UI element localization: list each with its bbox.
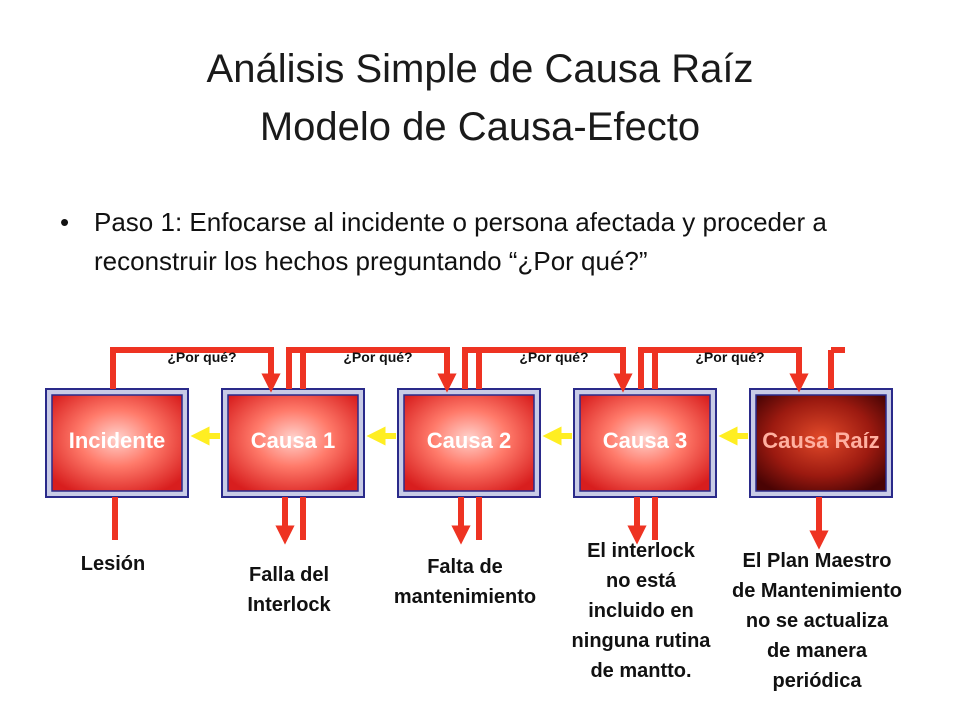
- box-label-3: Causa 2: [427, 428, 511, 453]
- why-label-3: ¿Por qué?: [519, 349, 588, 365]
- effect-label-1-line-1: Lesión: [81, 553, 145, 575]
- effect-label-5-line-3: no se actualiza: [746, 610, 889, 632]
- effect-label-5-line-5: periódica: [773, 670, 863, 692]
- effect-label-4-line-2: no está: [606, 570, 677, 592]
- why-label-1: ¿Por qué?: [167, 349, 236, 365]
- slide-title-line2: Modelo de Causa-Efecto: [259, 105, 701, 149]
- effect-label-4-line-5: de mantto.: [590, 660, 691, 682]
- box-label-5: Causa Raíz: [762, 428, 879, 453]
- effect-label-3-line-1: Falta de: [427, 556, 503, 578]
- effect-label-4: El interlock no está incluido en ninguna ru…: [572, 540, 712, 682]
- effect-label-3-line-2: mantenimiento: [394, 586, 536, 608]
- box-fill-3: [403, 394, 535, 492]
- why-label-2: ¿Por qué?: [343, 349, 412, 365]
- box-label-2: Causa 1: [251, 428, 335, 453]
- effect-label-1: Lesión: [81, 553, 145, 575]
- why-label-4: ¿Por qué?: [695, 349, 764, 365]
- box-label-4: Causa 3: [603, 428, 687, 453]
- box-label-1: Incidente: [69, 428, 166, 453]
- box-fill-4: [579, 394, 711, 492]
- box-fill-2: [227, 394, 359, 492]
- effect-label-4-line-1: El interlock: [587, 540, 696, 562]
- why-loop-arrow-1: [110, 347, 281, 393]
- box-fill-5: [755, 394, 887, 492]
- effect-label-2-line-2: Interlock: [247, 594, 331, 616]
- why-loop-arrow-2: [286, 347, 457, 393]
- effect-label-5-line-4: de manera: [767, 640, 868, 662]
- why-loop-arrow-3: [462, 347, 633, 393]
- effect-label-4-line-3: incluido en: [588, 600, 694, 622]
- effect-label-5: El Plan Maestro de Mantenimiento no se act…: [732, 550, 902, 692]
- effect-label-2-line-1: Falla del: [249, 564, 329, 586]
- effect-label-5-line-1: El Plan Maestro: [743, 550, 892, 572]
- box-fill-1: [51, 394, 183, 492]
- effect-label-4-line-4: ninguna rutina: [572, 630, 712, 652]
- bullet-text: Paso 1: Enfocarse al incidente o persona…: [94, 207, 827, 276]
- slide-title-line1: Análisis Simple de Causa Raíz: [206, 47, 754, 91]
- effect-label-3: Falta de mantenimiento: [394, 556, 536, 608]
- effect-label-5-line-2: de Mantenimiento: [732, 580, 902, 602]
- why-loop-arrow-4: [638, 347, 809, 393]
- bullet-dot-icon: •: [60, 207, 70, 237]
